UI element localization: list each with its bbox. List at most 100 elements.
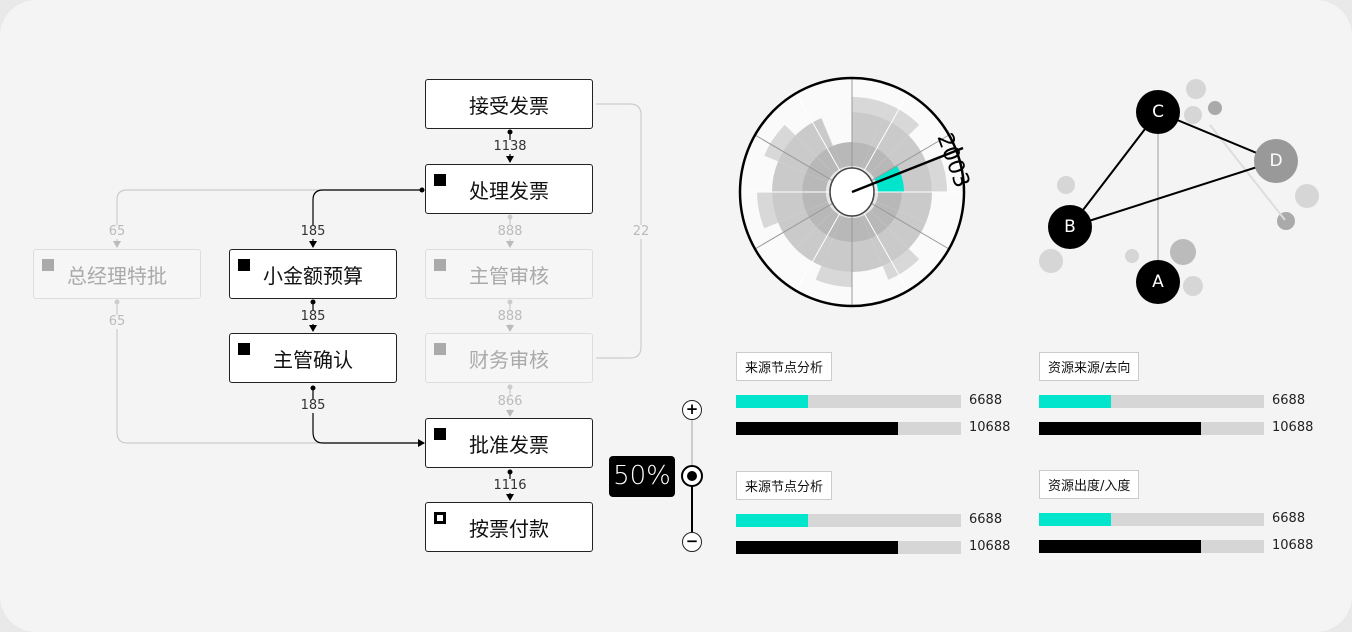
- flow-node-supervisor-confirm[interactable]: 主管确认: [229, 333, 397, 383]
- edge-label: 1116: [493, 478, 527, 493]
- zoom-slider-handle[interactable]: [681, 465, 703, 487]
- radial-sector: [898, 192, 932, 223]
- flow-node-finance-review[interactable]: 财务审核: [425, 333, 593, 383]
- edge-label: 888: [497, 224, 523, 239]
- flow-node-process-invoice[interactable]: 处理发票: [425, 164, 593, 214]
- bar-fill: [736, 395, 808, 408]
- bar-value: 10688: [1272, 420, 1314, 435]
- radial-sector: [870, 201, 899, 228]
- radial-sector: [882, 104, 920, 136]
- node-label: 主管审核: [469, 263, 549, 288]
- graph-node-b[interactable]: B: [1048, 205, 1092, 249]
- zoom-level-tooltip: 50%: [609, 456, 675, 497]
- node-label: 接受发票: [469, 93, 549, 118]
- radial-chart: [738, 76, 966, 308]
- radial-sector: [852, 97, 889, 119]
- radial-sector: [764, 124, 796, 162]
- radial-sector: [871, 227, 909, 266]
- status-square-icon: [42, 259, 54, 271]
- radial-outer-ring: [738, 76, 966, 308]
- graph-node-label: C: [1152, 102, 1164, 122]
- node-label: 处理发票: [469, 178, 549, 203]
- bar-track: [1039, 513, 1264, 526]
- radial-sector: [832, 216, 852, 242]
- radial-sector: [821, 238, 852, 272]
- edge-label: 888: [497, 309, 523, 324]
- bar-value: 10688: [969, 420, 1011, 435]
- status-square-icon: [238, 259, 250, 271]
- graph-node-d[interactable]: D: [1254, 139, 1298, 183]
- radial-sector: [925, 155, 947, 192]
- radial-sector: [772, 161, 806, 192]
- bar-fill: [1039, 513, 1111, 526]
- zoom-in-button[interactable]: +: [682, 400, 702, 420]
- flow-node-approve-invoice[interactable]: 批准发票: [425, 418, 593, 468]
- graph-node-label: A: [1152, 272, 1164, 292]
- radial-sector: [816, 210, 843, 239]
- bar-fill: [1039, 422, 1201, 435]
- bar-value: 6688: [969, 512, 1003, 527]
- status-square-icon: [434, 428, 446, 440]
- edge-2: [116, 189, 424, 247]
- radial-sector: [757, 192, 779, 229]
- node-label: 总经理特批: [67, 263, 167, 288]
- bar-value: 10688: [1272, 538, 1314, 553]
- bar-value: 6688: [1272, 511, 1306, 526]
- bar-track: [736, 541, 961, 554]
- radial-sector: [887, 135, 926, 173]
- radial-sector: [852, 216, 872, 242]
- bar-value: 6688: [1272, 393, 1306, 408]
- graph-node-label: D: [1269, 151, 1283, 171]
- radial-sector: [898, 161, 932, 192]
- bar-track: [736, 422, 961, 435]
- radial-sector: [861, 145, 888, 174]
- radial-sector: [802, 172, 828, 192]
- radial-sector: [805, 156, 834, 183]
- radial-sector: [827, 200, 837, 211]
- node-label: 小金额预算: [263, 263, 363, 288]
- flow-node-pay-invoice[interactable]: 按票付款: [425, 502, 593, 552]
- radial-sector: [832, 142, 852, 168]
- status-hollow-square-icon: [434, 512, 446, 524]
- bar-value: 6688: [969, 393, 1003, 408]
- edge-6: [116, 300, 424, 444]
- bar-track: [1039, 422, 1264, 435]
- node-label: 主管确认: [273, 347, 353, 372]
- bar-track: [1039, 540, 1264, 553]
- node-label: 按票付款: [469, 516, 549, 541]
- radial-sector: [778, 211, 817, 249]
- status-square-icon: [434, 343, 446, 355]
- bar-fill: [1039, 540, 1201, 553]
- radial-sector: [852, 112, 883, 146]
- edge-label: 185: [300, 224, 326, 239]
- status-square-icon: [434, 174, 446, 186]
- flow-node-gm-approval[interactable]: 总经理特批: [33, 249, 201, 299]
- radial-sector: [805, 201, 834, 228]
- node-label: 财务审核: [469, 347, 549, 372]
- radial-sector: [778, 135, 817, 173]
- radial-sector: [887, 211, 926, 249]
- radial-sector: [852, 238, 883, 272]
- edge-label: 866: [497, 394, 523, 409]
- edge-label: 65: [108, 224, 126, 239]
- bar-track: [736, 514, 961, 527]
- radial-sector: [867, 173, 877, 184]
- flow-node-receive-invoice[interactable]: 接受发票: [425, 79, 593, 129]
- status-square-icon: [434, 259, 446, 271]
- zoom-out-button[interactable]: −: [682, 532, 702, 552]
- radial-sector: [815, 265, 852, 287]
- radial-sector: [795, 118, 833, 157]
- radial-sector: [795, 227, 833, 266]
- radial-sector: [876, 192, 902, 212]
- panel-title: 来源节点分析: [736, 352, 833, 381]
- status-square-icon: [238, 343, 250, 355]
- graph-node-c[interactable]: C: [1136, 90, 1180, 134]
- panel-title: 来源节点分析: [736, 471, 833, 500]
- bar-fill: [736, 422, 898, 435]
- flow-node-small-budget[interactable]: 小金额预算: [229, 249, 397, 299]
- flow-node-supervisor-review[interactable]: 主管审核: [425, 249, 593, 299]
- node-label: 批准发票: [469, 432, 549, 457]
- graph-node-a[interactable]: A: [1136, 260, 1180, 304]
